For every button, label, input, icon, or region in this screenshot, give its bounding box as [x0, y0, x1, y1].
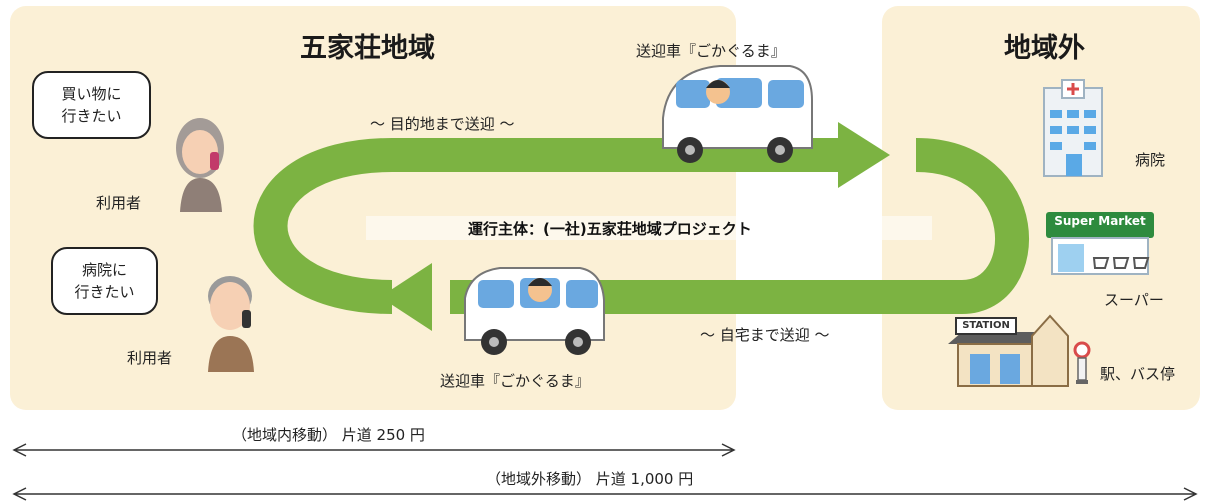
outside-fare-label: （地域外移動） 片道 1,000 円: [486, 470, 694, 488]
inbound-arrowhead: [380, 263, 432, 331]
top-van-illustration: [662, 65, 813, 163]
user2-bubble-line1: 病院に: [81, 261, 127, 279]
outbound-route-label: ～ 目的地まで送迎 ～: [370, 115, 515, 133]
bottom-van-illustration: [464, 267, 605, 355]
outer-region-title: 地域外: [1004, 33, 1085, 64]
inner-region-title: 五家荘地域: [300, 33, 435, 64]
supermarket-sign: Super Market: [1054, 214, 1146, 228]
fare-arrows: [12, 443, 1198, 501]
user1-label: 利用者: [96, 194, 142, 212]
operator-band: [366, 216, 932, 240]
outbound-arrowhead: [838, 122, 890, 188]
inside-fare-arrow: [12, 443, 736, 457]
user2-label: 利用者: [127, 349, 173, 367]
station-sign: STATION: [962, 320, 1010, 331]
inside-fare-label: （地域内移動） 片道 250 円: [232, 426, 425, 444]
left-loop-curve: [253, 138, 393, 314]
user1-bubble-line2: 行きたい: [61, 107, 122, 125]
supermarket-icon: [1046, 212, 1154, 275]
user-man-illustration: [208, 276, 254, 372]
inbound-route-label: ～ 自宅まで送迎 ～: [700, 326, 830, 344]
hospital-icon: [1043, 79, 1103, 177]
right-loop-curve: [915, 138, 1029, 314]
user1-speech-bubble: 買い物に 行きたい: [32, 71, 151, 139]
station-label: 駅、バス停: [1100, 365, 1176, 383]
outside-fare-arrow: [12, 487, 1198, 501]
user1-bubble-line1: 買い物に: [61, 85, 122, 103]
top-vehicle-label: 送迎車『ごかぐるま』: [636, 42, 786, 60]
hospital-label: 病院: [1135, 151, 1166, 169]
user-woman-illustration: [176, 118, 224, 212]
supermarket-label: スーパー: [1104, 291, 1164, 309]
station-icon: [948, 314, 1091, 387]
user2-speech-bubble: 病院に 行きたい: [51, 247, 158, 315]
user2-bubble-line2: 行きたい: [74, 283, 135, 301]
bottom-vehicle-label: 送迎車『ごかぐるま』: [440, 372, 590, 390]
operator-label: 運行主体：(一社)五家荘地域プロジェクト: [468, 220, 752, 238]
